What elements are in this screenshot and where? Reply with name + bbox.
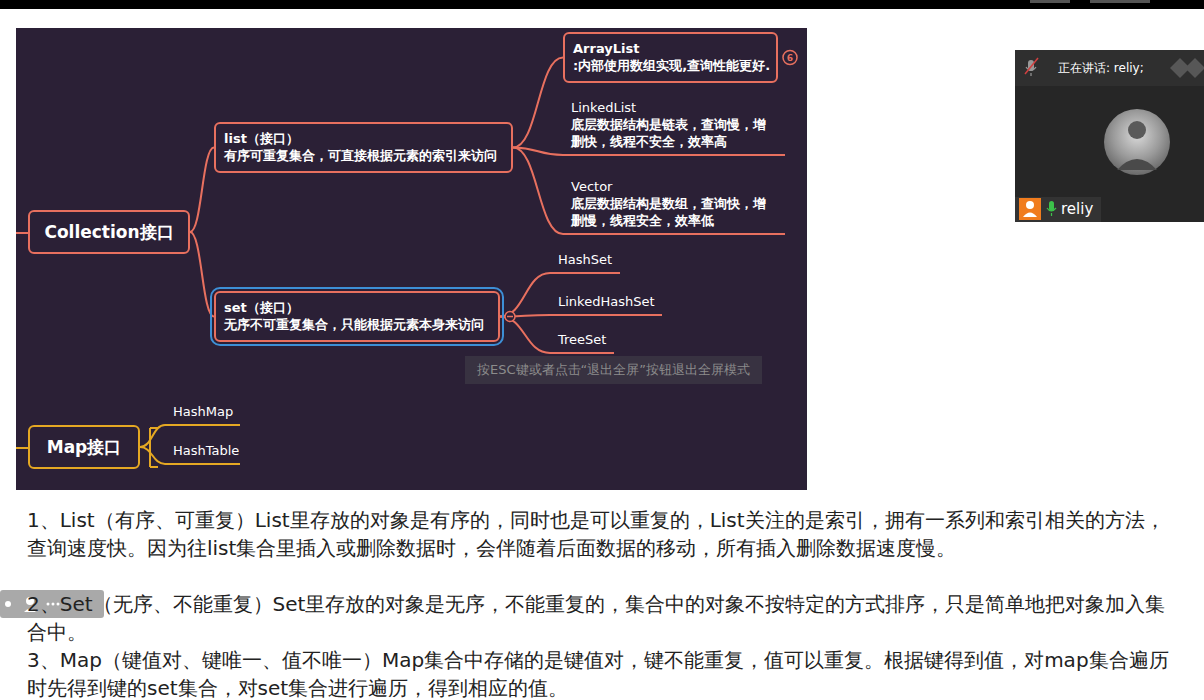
topic-body: :内部使用数组实现,查询性能更好.: [573, 57, 768, 74]
topic-title: ArrayList: [573, 41, 768, 57]
mic-on-icon: [1047, 208, 1056, 216]
topic-item: HashMap: [165, 402, 240, 426]
branch-connector: [190, 148, 214, 233]
callout-number: 6: [783, 51, 797, 65]
branch-connector: [140, 425, 165, 447]
branch-connector: [190, 232, 214, 317]
topic-title: set（接口）: [224, 300, 490, 316]
participant-name: reliy: [1061, 199, 1093, 219]
collapse-button: [507, 316, 513, 318]
topic-title: Collection接口: [42, 222, 176, 242]
mic-off-icon: [1025, 58, 1038, 76]
topic-title: HashMap: [173, 404, 232, 420]
topic-body: 无序不可重复集合，只能根据元素本身来访问: [224, 316, 490, 333]
root-branch: [16, 447, 28, 449]
topic-item: TreeSet: [550, 330, 614, 354]
topic-title: list（接口）: [224, 131, 503, 147]
app-logo: [1170, 58, 1204, 78]
top-bar-tab: [1030, 0, 1070, 3]
topic-title: TreeSet: [558, 332, 606, 348]
root-branch: [16, 232, 28, 234]
video-panel: [1015, 50, 1204, 222]
topic-item: LinkedList底层数据结构是链表，查询慢，增删快，线程不安全，效率高: [563, 98, 785, 156]
branch-connector: [513, 148, 563, 235]
topic-title: HashSet: [558, 252, 612, 268]
branch-connector: [513, 58, 563, 148]
topic-body: 底层数据结构是数组，查询快，增删慢，线程安全，效率低: [571, 195, 776, 229]
topic-title: LinkedHashSet: [558, 294, 654, 310]
topic-title: LinkedList: [571, 100, 777, 116]
branch-connector: [500, 317, 550, 354]
topic-box: Collection接口: [28, 210, 190, 254]
branch-connector: [500, 273, 550, 317]
callout-circle: [783, 51, 797, 65]
mic-on-icon: [1049, 201, 1054, 211]
note-paragraph: 3、Map（键值对、键唯一、值不唯一）Map集合中存储的是键值对，键不能重复，值…: [27, 646, 1177, 700]
topic-item: HashTable: [165, 441, 240, 465]
speaker-status: 正在讲话: reliy;: [1058, 60, 1144, 76]
top-bar-tab: [1090, 0, 1150, 3]
topic-box: Map接口: [28, 425, 140, 469]
user-icon: [1019, 198, 1041, 220]
topic-box: list（接口）有序可重复集合，可直接根据元素的索引来访问: [214, 122, 513, 173]
mindmap-panel: [16, 28, 807, 490]
fullscreen-tooltip: 按ESC键或者点击“退出全屏”按钮退出全屏模式: [465, 356, 762, 384]
avatar: [1104, 109, 1170, 175]
topic-title: Map接口: [42, 437, 126, 457]
user-icon: [1023, 213, 1037, 218]
topic-body: 有序可重复集合，可直接根据元素的索引来访问: [224, 147, 503, 164]
topic-item: HashSet: [550, 250, 620, 274]
toolbar-icon: [5, 601, 11, 607]
collapse-button: [505, 312, 515, 322]
topic-title: HashTable: [173, 443, 232, 459]
top-bar: [0, 0, 1204, 9]
avatar-figure: [1117, 159, 1157, 170]
avatar-figure: [1128, 121, 1146, 139]
topic-title: Vector: [571, 179, 777, 195]
topic-item: Vector底层数据结构是数组，查询快，增删慢，线程安全，效率低: [563, 177, 785, 235]
topic-box: set（接口）无序不可重复集合，只能根据元素本身来访问: [214, 291, 500, 342]
note-paragraph: 2、Set（无序、不能重复）Set里存放的对象是无序，不能重复的，集合中的对象不…: [27, 590, 1177, 646]
topic-item: LinkedHashSet: [550, 292, 662, 316]
name-strip: [1015, 197, 1101, 222]
branch-connector: [140, 447, 165, 464]
topic-body: 底层数据结构是链表，查询慢，增删快，线程不安全，效率高: [571, 116, 776, 150]
topic-box: ArrayList:内部使用数组实现,查询性能更好.: [563, 32, 778, 83]
note-paragraph: 1、List（有序、可重复）List里存放的对象是有序的，同时也是可以重复的，L…: [27, 506, 1177, 562]
user-icon: [1026, 201, 1034, 209]
video-header: [1015, 50, 1204, 86]
